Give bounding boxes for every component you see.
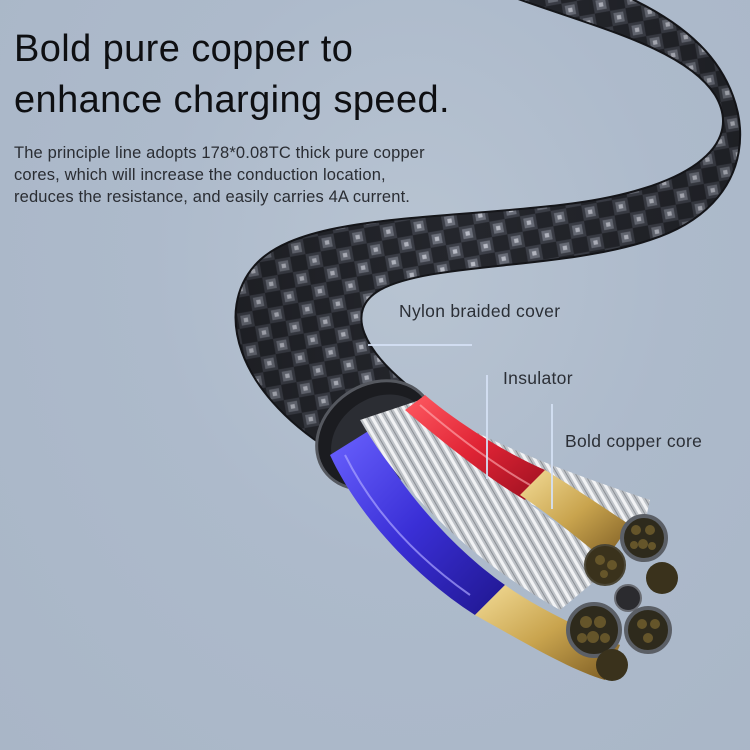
bold-copper-core-label: Bold copper core	[565, 431, 703, 451]
copper-core-leader-line	[551, 404, 553, 509]
headline-line-2: enhance charging speed.	[14, 79, 450, 121]
silver-shield-strands	[360, 400, 620, 610]
nylon-braided-cover-label: Nylon braided cover	[399, 301, 561, 321]
nylon-leader-line	[368, 344, 472, 346]
description-line-1: The principle line adopts 178*0.08TC thi…	[14, 144, 425, 162]
description-line-2: cores, which will increase the conductio…	[14, 166, 386, 184]
headline-line-1: Bold pure copper to	[14, 28, 354, 70]
description-line-3: reduces the resistance, and easily carri…	[14, 188, 411, 206]
insulator-leader-line	[486, 375, 488, 479]
blue-insulated-wire	[330, 430, 505, 615]
copper-core-ends	[566, 514, 678, 681]
headline: Bold pure copper to enhance charging spe…	[14, 24, 450, 126]
description-text: The principle line adopts 178*0.08TC thi…	[14, 142, 425, 208]
insulator-label: Insulator	[503, 368, 573, 388]
